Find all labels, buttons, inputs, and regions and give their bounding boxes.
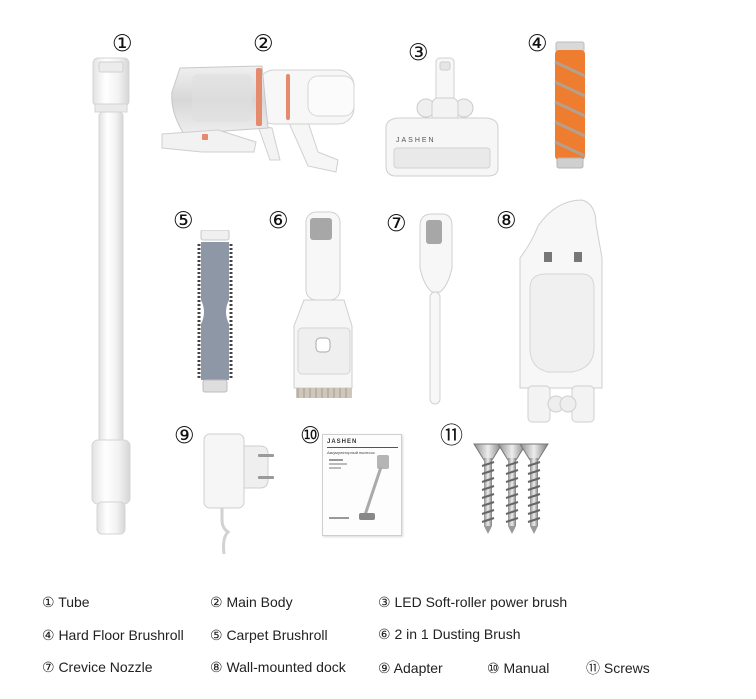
manual-text-line — [329, 463, 347, 465]
number-10: ⑩ — [300, 423, 321, 449]
carpet-brushroll-image — [195, 230, 235, 394]
wall-dock-image — [516, 198, 606, 426]
manual-vacuum-illustration — [359, 455, 389, 520]
number-2: ② — [253, 31, 274, 57]
dusting-brush-image — [290, 210, 358, 400]
manual-text-line — [329, 467, 341, 469]
legend-wall-dock: ⑧ Wall-mounted dock — [210, 659, 346, 675]
number-3: ③ — [408, 40, 429, 66]
legend-hard-floor-brushroll: ④ Hard Floor Brushroll — [42, 627, 184, 643]
number-5: ⑤ — [173, 208, 194, 234]
number-9: ⑨ — [174, 423, 195, 449]
manual-text-line — [329, 517, 349, 519]
legend-carpet-brushroll: ⑤ Carpet Brushroll — [210, 627, 328, 643]
legend-tube: ① Tube — [42, 594, 90, 610]
number-8: ⑧ — [496, 208, 517, 234]
main-body-image — [158, 56, 360, 182]
manual-rule — [327, 447, 398, 448]
brush-brand-text: JASHEN — [396, 137, 436, 144]
legend-dusting-brush: ⑥ 2 in 1 Dusting Brush — [378, 626, 521, 642]
legend-manual: ⑩ Manual — [487, 660, 550, 676]
tube-image — [82, 56, 142, 538]
crevice-nozzle-image — [418, 212, 454, 408]
number-7: ⑦ — [386, 211, 407, 237]
legend-main-body: ② Main Body — [210, 594, 293, 610]
hard-floor-brushroll-image — [553, 40, 587, 170]
number-1: ① — [112, 31, 133, 57]
screws-image — [472, 440, 552, 536]
manual-brand: JASHEN — [327, 439, 358, 445]
number-6: ⑥ — [268, 208, 289, 234]
manual-image: JASHEN Аккумуляторный пылесос — [322, 434, 402, 536]
legend-crevice-nozzle: ⑦ Crevice Nozzle — [42, 659, 153, 675]
adapter-image — [198, 424, 278, 556]
number-11: ⑪ — [440, 423, 463, 449]
legend-power-brush: ③ LED Soft-roller power brush — [378, 594, 568, 610]
manual-heading: Аккумуляторный пылесос — [327, 450, 375, 455]
legend-adapter: ⑨ Adapter — [378, 660, 443, 676]
legend-screws: ⑪ Screws — [586, 660, 650, 676]
number-4: ④ — [527, 31, 548, 57]
manual-text-line — [329, 459, 343, 461]
power-brush-image: JASHEN — [384, 56, 500, 178]
